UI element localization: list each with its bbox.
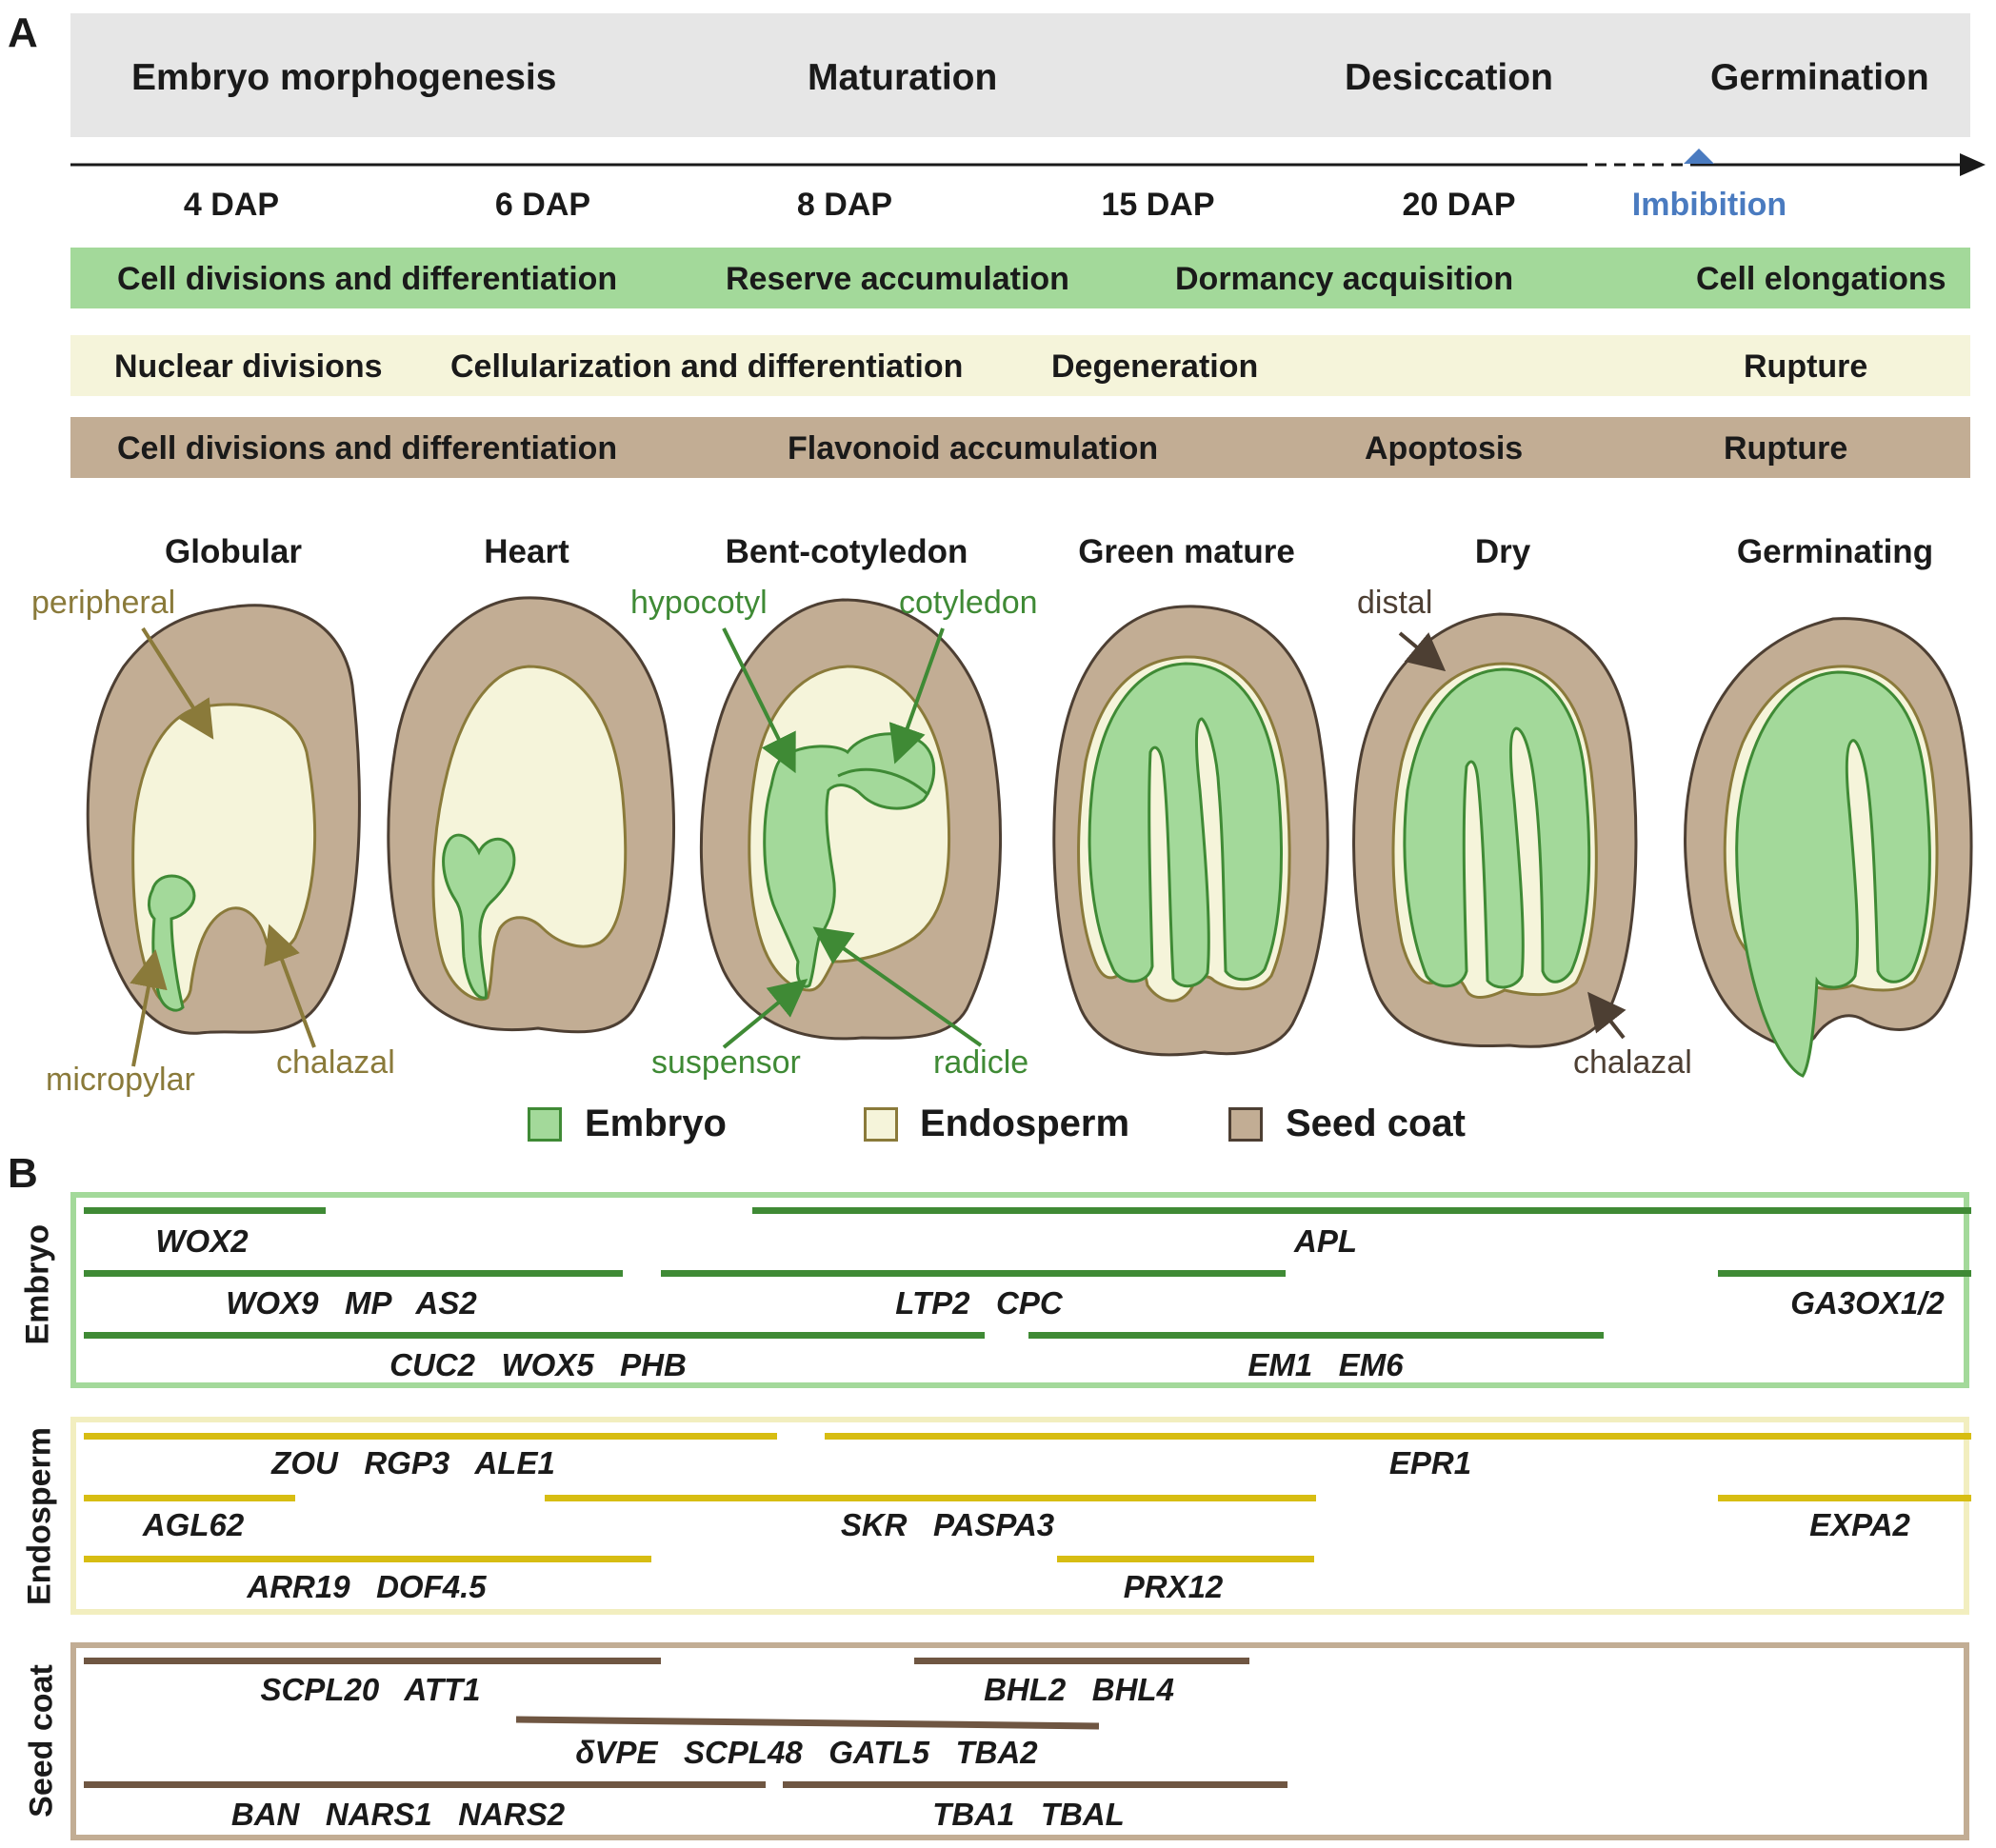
stage-germinating: Germinating: [1736, 533, 1934, 570]
stage-globular: Globular: [165, 533, 302, 570]
annotation-hypocotyl: hypocotyl: [630, 585, 768, 621]
legend-seedcoat-label: Seed coat: [1286, 1103, 1466, 1144]
gene-label-bhl2-bhl4: BHL2 BHL4: [984, 1672, 1174, 1707]
panel-letter-a: A: [8, 10, 38, 56]
embryo-process-3: Dormancy acquisition: [1175, 261, 1514, 297]
endosperm-process-1: Nuclear divisions: [114, 348, 383, 385]
seedcoat-process-1: Cell divisions and differentiation: [117, 430, 618, 467]
imbibition-label: Imbibition: [1631, 187, 1787, 223]
seedcoat-process-2: Flavonoid accumulation: [788, 430, 1159, 467]
gene-label-wox2: WOX2: [155, 1223, 249, 1259]
gene-label-ga3ox: GA3OX1/2: [1790, 1285, 1945, 1321]
embryo-process-4: Cell elongations: [1696, 261, 1946, 297]
phase-maturation: Maturation: [808, 57, 998, 98]
gene-bar-wox9-mp-as2: [84, 1270, 623, 1277]
seed-dry: [1352, 612, 1638, 1048]
annotation-suspensor: suspensor: [651, 1044, 801, 1081]
phase-desiccation: Desiccation: [1345, 57, 1553, 98]
endosperm-process-4: Rupture: [1744, 348, 1868, 385]
gene-bar-ga3ox: [1718, 1270, 1971, 1277]
gene-label-ltp2-cpc: LTP2 CPC: [895, 1285, 1063, 1321]
panel-letter-b: B: [8, 1150, 38, 1197]
annotation-chalazal-dry: chalazal: [1573, 1044, 1692, 1081]
seed-germinating: [1684, 617, 1973, 1078]
legend-seedcoat-swatch: [1228, 1107, 1263, 1142]
embryo-process-2: Reserve accumulation: [726, 261, 1069, 297]
annotation-micropylar: micropylar: [46, 1062, 195, 1098]
stage-dry: Dry: [1474, 533, 1531, 570]
seed-illustrations: [86, 596, 1973, 1078]
embryo-process-band: [70, 248, 1970, 308]
gene-label-zou-rgp3-ale1: ZOU RGP3 ALE1: [271, 1445, 555, 1480]
gene-bar-wox2: [84, 1207, 326, 1214]
seedcoat-process-band: [70, 417, 1970, 478]
endosperm-gene-box: [70, 1417, 1969, 1615]
gene-bar-expa2: [1718, 1495, 1971, 1501]
annotation-radicle: radicle: [933, 1044, 1029, 1081]
gene-bar-arr19-dof45: [84, 1556, 651, 1562]
gene-bar-scpl20-att1: [84, 1658, 661, 1664]
gene-bar-tba1-tbal: [783, 1781, 1287, 1788]
legend-embryo-label: Embryo: [585, 1103, 727, 1144]
gene-bar-skr-paspa3: [545, 1495, 1316, 1501]
gene-label-expa2: EXPA2: [1809, 1507, 1910, 1542]
gene-label-wox9-mp-as2: WOX9 MP AS2: [226, 1285, 477, 1321]
gene-label-em1-em6: EM1 EM6: [1248, 1347, 1404, 1382]
gene-label-agl62: AGL62: [142, 1507, 245, 1542]
phase-band: [70, 13, 1970, 137]
gene-label-arr19-dof45: ARR19 DOF4.5: [247, 1569, 487, 1604]
annotation-peripheral: peripheral: [31, 585, 176, 621]
gene-label-prx12: PRX12: [1123, 1569, 1224, 1604]
annotation-cotyledon: cotyledon: [899, 585, 1038, 621]
phase-embryo-morphogenesis: Embryo morphogenesis: [131, 57, 557, 98]
gene-bar-bhl2-bhl4: [914, 1658, 1249, 1664]
legend-embryo-swatch: [528, 1107, 562, 1142]
legend-endosperm-swatch: [864, 1107, 898, 1142]
gene-bar-prx12: [1057, 1556, 1314, 1562]
seedcoat-gene-box: [70, 1642, 1969, 1840]
gene-label-vpe-scpl48-gatl5-tba2: δVPE SCPL48 GATL5 TBA2: [575, 1735, 1038, 1770]
gene-label-skr-paspa3: SKR PASPA3: [840, 1507, 1055, 1542]
gene-bar-cuc2-wox5-phb: [84, 1332, 985, 1339]
gene-bar-zou-rgp3-ale1: [84, 1433, 777, 1440]
gene-bar-ban-nars1-nars2: [84, 1781, 766, 1788]
endosperm-process-band: [70, 335, 1970, 396]
seed-heart: [387, 596, 675, 1034]
legend-endosperm-label: Endosperm: [920, 1103, 1130, 1144]
gene-label-apl: APL: [1294, 1223, 1357, 1259]
gene-label-scpl20-att1: SCPL20 ATT1: [260, 1672, 481, 1707]
endosperm-process-2: Cellularization and differentiation: [450, 348, 964, 385]
gene-bar-epr1: [825, 1433, 1971, 1440]
timepoint-6dap: 6 DAP: [494, 187, 591, 223]
phase-germination: Germination: [1710, 57, 1929, 98]
gene-bar-apl: [752, 1207, 1971, 1214]
endosperm-process-3: Degeneration: [1051, 348, 1259, 385]
timepoint-8dap: 8 DAP: [796, 187, 893, 223]
gene-label-cuc2-wox5-phb: CUC2 WOX5 PHB: [389, 1347, 687, 1382]
timepoint-4dap: 4 DAP: [183, 187, 280, 223]
annotation-chalazal: chalazal: [276, 1044, 395, 1081]
gene-bar-em1-em6: [1028, 1332, 1604, 1339]
embryo-gene-box: [70, 1192, 1969, 1388]
gene-bar-agl62: [84, 1495, 295, 1501]
embryo-process-1: Cell divisions and differentiation: [117, 261, 618, 297]
seedcoat-process-4: Rupture: [1724, 430, 1848, 467]
timepoint-20dap: 20 DAP: [1402, 187, 1516, 223]
gene-label-epr1: EPR1: [1388, 1445, 1472, 1480]
stage-green-mature: Green mature: [1078, 533, 1295, 570]
stage-bent-cotyledon: Bent-cotyledon: [725, 533, 968, 570]
annotation-distal: distal: [1357, 585, 1433, 621]
timepoint-15dap: 15 DAP: [1101, 187, 1215, 223]
seed-green-mature: [1052, 605, 1329, 1057]
gene-bar-ltp2-cpc: [661, 1270, 1286, 1277]
gene-label-ban-nars1-nars2: BAN NARS1 NARS2: [230, 1797, 566, 1832]
stage-heart: Heart: [484, 533, 569, 570]
seedcoat-process-3: Apoptosis: [1365, 430, 1524, 467]
time-axis: [70, 149, 1986, 176]
gene-label-tba1-tbal: TBA1 TBAL: [932, 1797, 1125, 1832]
